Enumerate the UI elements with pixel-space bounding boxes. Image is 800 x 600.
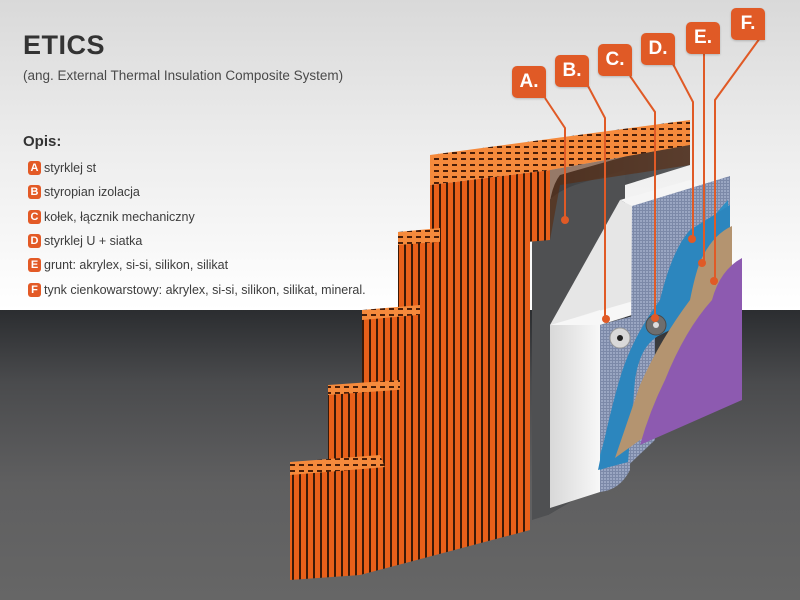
legend-text: kołek, łącznik mechaniczny <box>44 209 195 224</box>
callout-dot-b <box>602 315 610 323</box>
page-title: ETICS <box>23 30 106 60</box>
legend-badge: F <box>28 282 41 297</box>
legend-item-a: A styrklej st <box>28 156 366 180</box>
callout-dot-e <box>698 259 706 267</box>
page-subtitle: (ang. External Thermal Insulation Compos… <box>23 68 344 83</box>
callout-tag-f: F. <box>731 8 765 40</box>
callout-line-c <box>629 75 656 318</box>
callout-tag-e: E. <box>686 22 720 54</box>
callout-dot-a <box>561 216 569 224</box>
legend-text: styrklej U + siatka <box>44 234 143 249</box>
legend-item-c: C kołek, łącznik mechaniczny <box>28 205 366 229</box>
legend-item-b: B styropian izolacja <box>28 180 366 204</box>
legend-text: styrklej st <box>44 161 97 176</box>
callout-line-a <box>544 97 566 218</box>
legend-badge: C <box>28 209 41 224</box>
legend-heading: Opis: <box>23 133 62 150</box>
styrofoam-back <box>550 200 632 330</box>
callout-line-d <box>672 63 694 240</box>
styrofoam-top-step <box>550 302 648 325</box>
legend-text: grunt: akrylex, si-si, silikon, silikat <box>44 258 229 273</box>
callout-tag-b: B. <box>555 55 589 87</box>
legend-text: styropian izolacja <box>44 185 140 200</box>
legend-item-d: D styrklej U + siatka <box>28 229 366 253</box>
legend-text: tynk cienkowarstowy: akrylex, si-si, sil… <box>44 282 366 297</box>
callout-line-f <box>714 37 761 285</box>
anchor-dowel-icon <box>609 327 631 349</box>
legend-badge: B <box>28 185 41 200</box>
callout-tag-c: C. <box>598 44 632 76</box>
legend-item-e: E grunt: akrylex, si-si, silikon, silika… <box>28 253 366 277</box>
callout-dot-d <box>688 235 696 243</box>
callout-dot-f <box>710 277 718 285</box>
legend-badge: E <box>28 258 41 273</box>
callout-line-b <box>587 85 606 320</box>
styrofoam-side <box>550 310 600 508</box>
brick-course <box>398 228 530 330</box>
plaster-purple-layer <box>640 258 742 445</box>
callout-dot-c <box>651 314 659 322</box>
styrofoam-top <box>620 180 700 206</box>
legend-badge: A <box>28 161 41 176</box>
legend-item-f: F tynk cienkowarstowy: akrylex, si-si, s… <box>28 277 366 301</box>
legend-badge: D <box>28 234 41 249</box>
callout-tag-d: D. <box>641 33 675 65</box>
brick-course <box>290 455 530 580</box>
legend-list: A styrklej st B styropian izolacja C koł… <box>28 156 366 302</box>
callout-tag-a: A. <box>512 66 546 98</box>
